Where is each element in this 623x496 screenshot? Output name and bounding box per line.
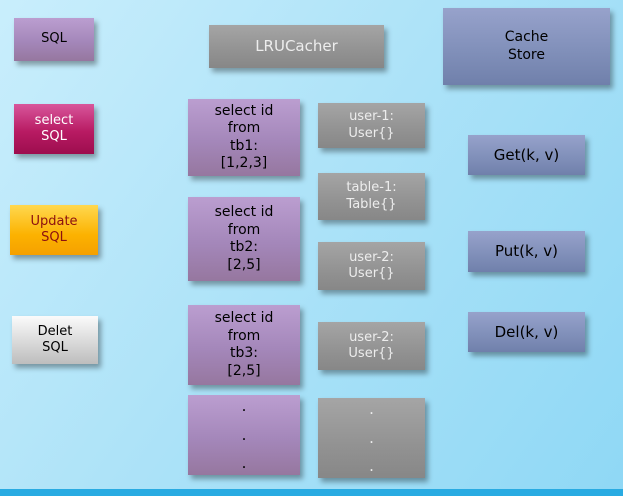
del-op-box: Del(k, v): [468, 312, 585, 352]
get-op-box: Get(k, v): [468, 135, 585, 175]
entry-box-user-2b: user-2: User{}: [318, 322, 425, 370]
query-box-tb3: select id from tb3: [2,5]: [188, 305, 300, 385]
lrucacher-title-box: LRUCacher: [209, 25, 384, 68]
entry-box-ellipsis: . . .: [318, 398, 425, 478]
query-box-tb2: select id from tb2: [2,5]: [188, 197, 300, 281]
query-box-tb1: select id from tb1: [1,2,3]: [188, 99, 300, 176]
bottom-bar: [0, 489, 623, 496]
cache-store-box: Cache Store: [443, 8, 610, 85]
query-box-ellipsis: . . .: [188, 395, 300, 475]
delete-sql-box: Delet SQL: [12, 316, 98, 364]
entry-box-user-2: user-2: User{}: [318, 242, 425, 290]
entry-box-user-1: user-1: User{}: [318, 103, 425, 148]
put-op-box: Put(k, v): [468, 231, 585, 272]
update-sql-box: Update SQL: [10, 205, 98, 255]
sql-box: SQL: [14, 18, 94, 61]
select-sql-box: select SQL: [14, 104, 94, 154]
entry-box-table-1: table-1: Table{}: [318, 173, 425, 220]
